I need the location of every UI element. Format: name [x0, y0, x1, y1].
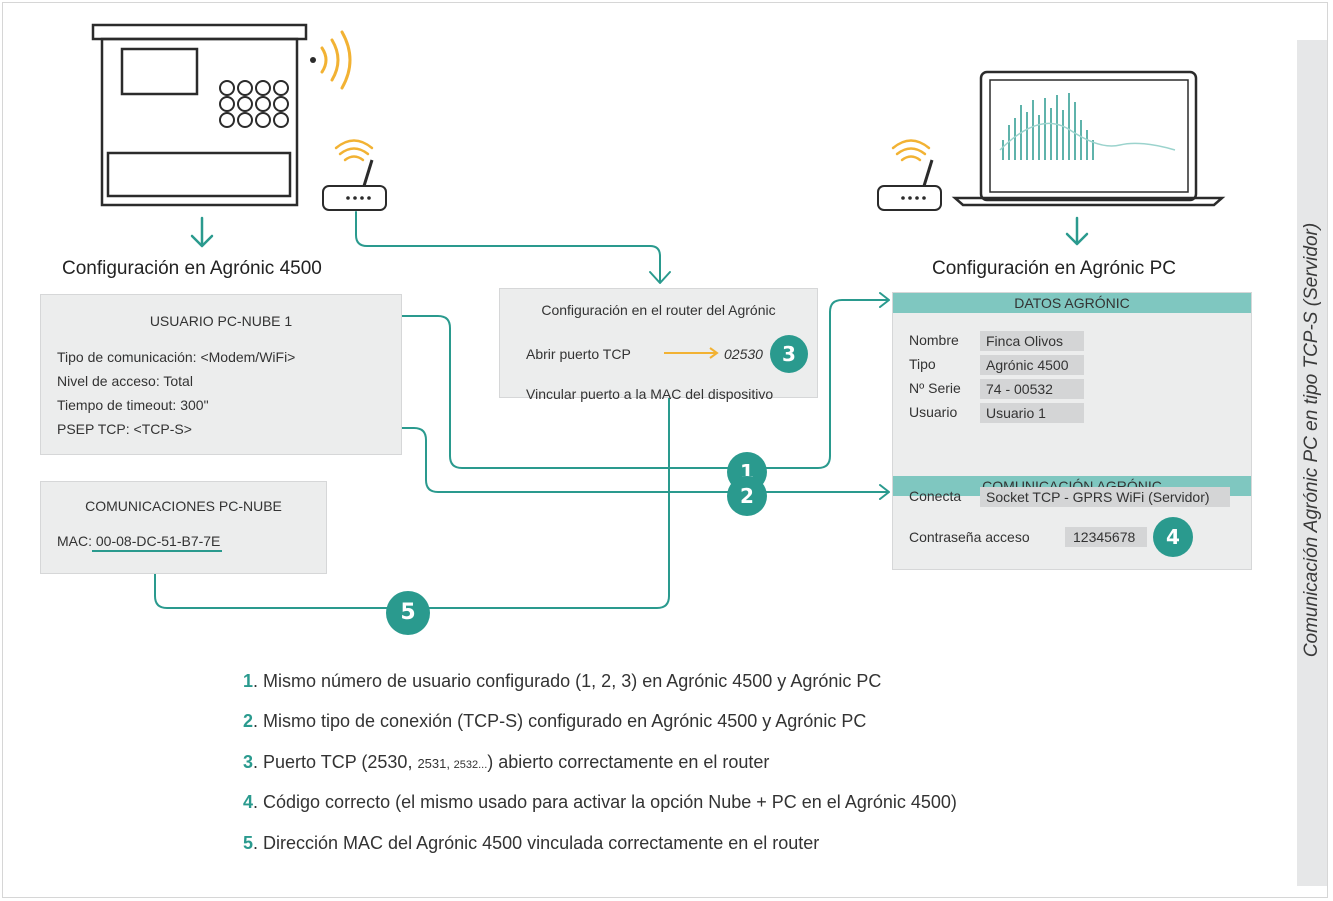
note-4-text: . Código correcto (el mismo usado para a…: [253, 792, 957, 812]
mac-underline: [92, 550, 222, 552]
note-2-number: 2: [243, 711, 254, 731]
router-panel: Configuración en el router del Agrónic A…: [499, 288, 818, 402]
note-5: 5. Dirección MAC del Agrónic 4500 vincul…: [243, 833, 819, 854]
mac-line: MAC: 00-08-DC-51-B7-7E: [57, 533, 220, 549]
serie-field: 74 - 00532: [980, 379, 1084, 399]
down-arrow-icon: [1065, 216, 1089, 246]
down-arrow-icon: [190, 216, 214, 248]
note-3-text-a: . Puerto TCP (2530,: [253, 752, 418, 772]
agronic-4500-heading: Configuración en Agrónic 4500: [62, 258, 322, 279]
conecta-label: Conecta: [909, 488, 962, 504]
agronic-pc-panel: DATOS AGRÓNIC Nombre Finca Olivos Tipo A…: [892, 292, 1252, 570]
password-label: Contraseña acceso: [909, 529, 1030, 545]
note-4: 4. Código correcto (el mismo usado para …: [243, 792, 957, 813]
timeout-line: Tiempo de timeout: 300": [57, 397, 209, 413]
comunicaciones-panel-title: COMUNICACIONES PC-NUBE: [85, 498, 282, 514]
nombre-field: Finca Olivos: [980, 331, 1084, 351]
note-3-text-d: ) abierto correctamente en el router: [487, 752, 770, 772]
note-1-number: 1: [243, 671, 254, 691]
bind-port-label: Vincular puerto a la MAC del dispositivo: [526, 386, 774, 402]
note-5-number: 5: [243, 833, 254, 853]
note-3-number: 3: [243, 752, 254, 772]
note-1: 1. Mismo número de usuario configurado (…: [243, 671, 881, 692]
note-1-text: . Mismo número de usuario configurado (1…: [253, 671, 882, 691]
router-icon: [322, 139, 387, 211]
psep-line: PSEP TCP: <TCP-S>: [57, 421, 192, 437]
usuario-panel: USUARIO PC-NUBE 1 Tipo de comunicación: …: [40, 294, 402, 455]
password-field: 12345678: [1065, 527, 1147, 547]
access-level-line: Nivel de acceso: Total: [57, 373, 193, 389]
badge-5: 5: [386, 591, 430, 635]
usuario-panel-title: USUARIO PC-NUBE 1: [149, 313, 293, 329]
datos-header: DATOS AGRÓNIC: [893, 293, 1251, 313]
note-4-number: 4: [243, 792, 254, 812]
wifi-waves-icon: [310, 30, 352, 90]
mac-label: MAC:: [57, 533, 96, 549]
badge-3: 3: [770, 335, 808, 373]
badge-4: 4: [1153, 517, 1193, 557]
serie-label: Nº Serie: [909, 380, 961, 396]
router-panel-title: Configuración en el router del Agrónic: [541, 302, 776, 318]
tipo-label: Tipo: [909, 356, 936, 372]
agronic-controller-icon: [91, 23, 308, 207]
note-3-text-b: 2531,: [417, 756, 454, 771]
nombre-label: Nombre: [909, 332, 959, 348]
mac-value: 00-08-DC-51-B7-7E: [95, 533, 221, 549]
note-2-text: . Mismo tipo de conexión (TCP-S) configu…: [253, 711, 867, 731]
usuario-label: Usuario: [909, 404, 958, 420]
note-3: 3. Puerto TCP (2530, 2531, 2532...) abie…: [243, 752, 769, 773]
badge-2: 2: [727, 476, 767, 516]
open-port-label: Abrir puerto TCP: [526, 346, 631, 362]
comm-type-line: Tipo de comunicación: <Modem/WiFi>: [57, 349, 296, 365]
note-2: 2. Mismo tipo de conexión (TCP-S) config…: [243, 711, 866, 732]
tipo-field: Agrónic 4500: [980, 355, 1084, 375]
usuario-field: Usuario 1: [980, 403, 1084, 423]
router-icon: [877, 139, 942, 211]
conecta-field: Socket TCP - GPRS WiFi (Servidor): [980, 487, 1230, 507]
note-5-text: . Dirección MAC del Agrónic 4500 vincula…: [253, 833, 820, 853]
agronic-pc-heading: Configuración en Agrónic PC: [932, 258, 1176, 279]
note-3-text-c: 2532...: [453, 759, 488, 771]
port-value: 02530: [724, 346, 763, 362]
side-title-bar: [1297, 40, 1327, 886]
laptop-icon: [951, 70, 1226, 207]
comunicaciones-panel: COMUNICACIONES PC-NUBE MAC: 00-08-DC-51-…: [40, 481, 327, 574]
